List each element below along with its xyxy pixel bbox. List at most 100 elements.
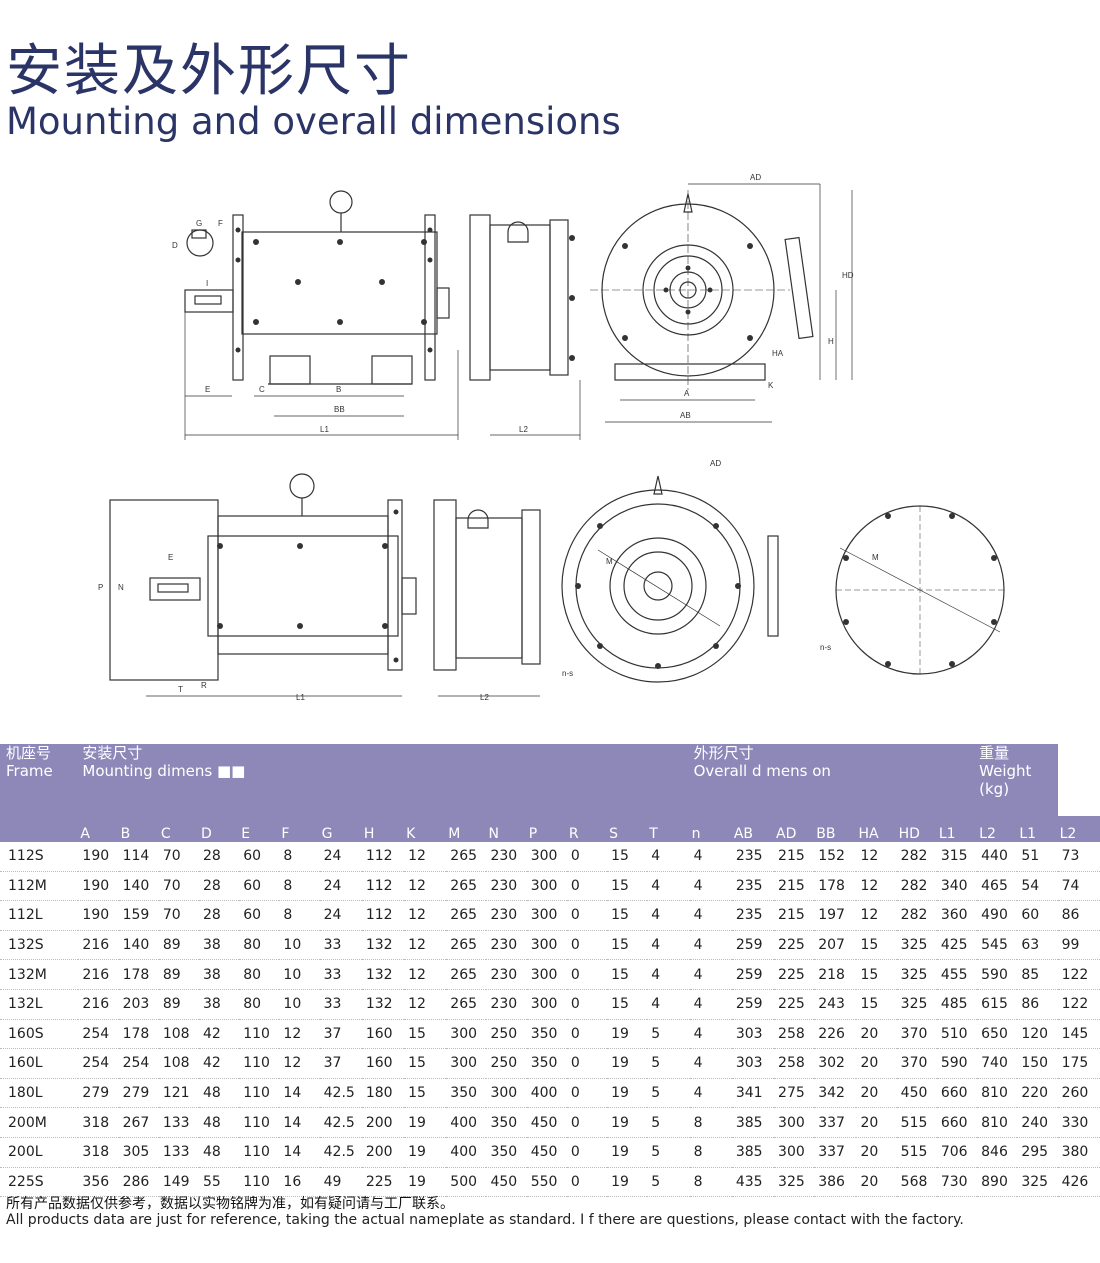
table-cell: 149 [158,1167,200,1198]
table-cell: 4 [647,989,690,1020]
table-cell: 132 [361,930,405,961]
frame-cell: 132M [0,959,79,990]
table-cell: 337 [814,1137,857,1168]
table-cell: 86 [1017,989,1058,1020]
table-cell: 19 [607,1078,648,1109]
table-cell: 8 [689,1107,732,1138]
table-cell: 85 [1017,959,1058,990]
table-cell: 230 [486,930,527,961]
table-cell: 890 [977,1167,1018,1198]
dim-label-hd: HD [842,271,854,280]
column-header: R [566,816,608,842]
table-cell: 110 [239,1048,280,1079]
table-cell: 0 [566,871,608,902]
table-cell: 490 [977,900,1018,931]
table-cell: 110 [239,1019,280,1050]
table-cell: 4 [689,1048,732,1079]
table-cell: 282 [896,871,937,902]
dim-label-f: F [218,219,223,228]
table-cell: 230 [486,900,527,931]
table-cell: 33 [319,989,362,1020]
table-cell: 4 [689,1078,732,1109]
dim-label-l1-upper: L1 [320,425,329,434]
table-cell: 20 [856,1019,897,1050]
weight-header-unit: (kg) [979,780,1010,798]
table-cell: 70 [158,871,200,902]
table-cell: 28 [199,871,240,902]
table-cell: 133 [158,1107,200,1138]
table-cell: 0 [566,1019,608,1050]
table-cell: 5 [647,1107,690,1138]
table-cell: 258 [774,1019,815,1050]
table-cell: 279 [118,1078,159,1109]
frame-cell: 160S [0,1019,79,1050]
table-cell: 315 [936,842,978,872]
table-cell: 425 [936,930,978,961]
table-cell: 4 [689,989,732,1020]
overall-header-en: Overall d mens on [693,762,831,780]
table-cell: 450 [526,1107,567,1138]
column-header: n [689,816,732,842]
table-cell: 846 [977,1137,1018,1168]
table-cell: 385 [731,1107,775,1138]
table-cell: 282 [896,842,937,872]
table-cell: 112 [361,842,405,872]
table-cell: 330 [1057,1107,1100,1138]
table-cell: 282 [896,900,937,931]
column-header: L2 [977,816,1018,842]
column-header: BB [814,816,857,842]
table-cell: 4 [689,959,732,990]
table-cell: 112 [361,871,405,902]
table-cell: 370 [896,1019,937,1050]
table-cell: 200 [361,1107,405,1138]
column-header: L2 [1057,816,1100,842]
table-cell: 286 [118,1167,159,1198]
dim-label-r: R [201,681,207,690]
table-cell: 730 [936,1167,978,1198]
table-cell: 590 [977,959,1018,990]
table-cell: 230 [486,842,527,872]
table-cell: 55 [199,1167,240,1198]
table-cell: 15 [607,871,648,902]
table-cell: 243 [814,989,857,1020]
table-cell: 380 [1057,1137,1100,1168]
table-cell: 99 [1057,930,1100,961]
table-cell: 216 [78,930,119,961]
table-cell: 0 [566,900,608,931]
table-cell: 337 [814,1107,857,1138]
dimension-drawing: G F D I E C B BB L1 L2 AD HD H HA A AB K… [98,173,1005,702]
table-cell: 318 [78,1137,119,1168]
table-cell: 15 [404,1019,447,1050]
table-cell: 15 [607,989,648,1020]
table-cell: 24 [319,900,362,931]
frame-cell: 112S [0,842,79,872]
table-cell: 28 [199,900,240,931]
dim-label-e-lower: E [168,553,173,562]
table-cell: 42 [199,1019,240,1050]
table-cell: 70 [158,900,200,931]
table-cell: 60 [239,842,280,872]
table-cell: 8 [689,1137,732,1168]
table-cell: 300 [446,1019,487,1050]
weight-header: 重量 Weight (kg) [977,744,1058,816]
dim-label-l1-lower: L1 [296,693,305,702]
frame-cell: 200M [0,1107,79,1138]
table-cell: 4 [689,1019,732,1050]
table-cell: 303 [731,1019,775,1050]
column-header: HD [896,816,937,842]
table-cell: 0 [566,842,608,872]
column-header: B [118,816,159,842]
table-cell: 215 [774,900,815,931]
dim-label-i: I [206,279,208,288]
table-cell: 386 [814,1167,857,1198]
table-cell: 12 [856,871,897,902]
table-cell: 160 [361,1048,405,1079]
table-cell: 303 [731,1048,775,1079]
table-cell: 568 [896,1167,937,1198]
